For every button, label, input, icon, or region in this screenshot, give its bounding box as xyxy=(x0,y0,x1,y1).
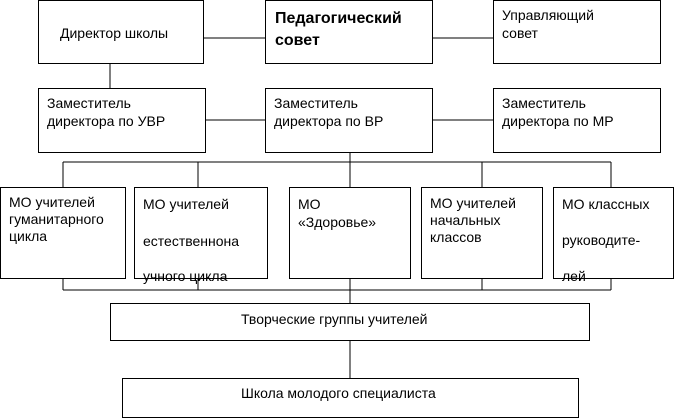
mo-humanities-line3: цикла xyxy=(9,228,48,244)
council-label-line1: Педагогический xyxy=(275,10,402,27)
board-label-line2: совет xyxy=(502,25,538,41)
deputy-uvr-box: Заместитель директора по УВР xyxy=(38,88,206,153)
council-box: Педагогический совет xyxy=(265,0,433,64)
mo-humanities-line1: МО учителей xyxy=(9,194,95,210)
mo-health-box: МО «Здоровье» xyxy=(289,187,411,279)
mo-primary-box: МО учителей начальных классов xyxy=(421,187,543,279)
director-box: Директор школы xyxy=(38,0,204,64)
board-box: Управляющий совет xyxy=(493,0,661,64)
mo-class-line1: МО классных xyxy=(562,196,650,212)
mo-primary-line1: МО учителей xyxy=(430,195,516,211)
mo-science-line3: учного цикла xyxy=(143,268,228,284)
director-label: Директор школы xyxy=(60,25,169,41)
mo-science-line1: МО учителей xyxy=(143,196,229,212)
board-label-line1: Управляющий xyxy=(502,7,594,23)
council-label-line2: совет xyxy=(275,32,320,49)
deputy-vr-line2: директора по ВР xyxy=(274,113,384,129)
deputy-vr-box: Заместитель директора по ВР xyxy=(265,88,433,153)
deputy-uvr-line1: Заместитель xyxy=(47,95,131,111)
deputy-vr-line1: Заместитель xyxy=(274,95,358,111)
mo-humanities-line2: гуманитарного xyxy=(9,211,104,227)
mo-humanities-box: МО учителей гуманитарного цикла xyxy=(0,187,126,279)
mo-science-line2: естественнона xyxy=(143,233,240,249)
deputy-mr-line2: директора по МР xyxy=(502,113,614,129)
creative-groups-box: Творческие группы учителей xyxy=(110,303,590,341)
deputy-mr-line1: Заместитель xyxy=(502,95,586,111)
mo-primary-line3: классов xyxy=(430,229,482,245)
deputy-mr-box: Заместитель директора по МР xyxy=(493,88,661,153)
creative-groups-label: Творческие группы учителей xyxy=(241,311,428,327)
mo-class-box: МО классных руководите- лей xyxy=(553,187,674,284)
mo-class-line2: руководите- xyxy=(562,232,641,248)
mo-health-line1: МО xyxy=(298,196,321,212)
young-specialist-box: Школа молодого специалиста xyxy=(122,378,579,418)
deputy-uvr-line2: директора по УВР xyxy=(47,113,166,129)
young-specialist-label: Школа молодого специалиста xyxy=(241,385,436,401)
mo-health-line2: «Здоровье» xyxy=(298,214,377,230)
mo-science-box: МО учителей естественнона учного цикла xyxy=(134,187,268,284)
mo-primary-line2: начальных xyxy=(430,212,501,228)
mo-class-line3: лей xyxy=(562,268,586,284)
